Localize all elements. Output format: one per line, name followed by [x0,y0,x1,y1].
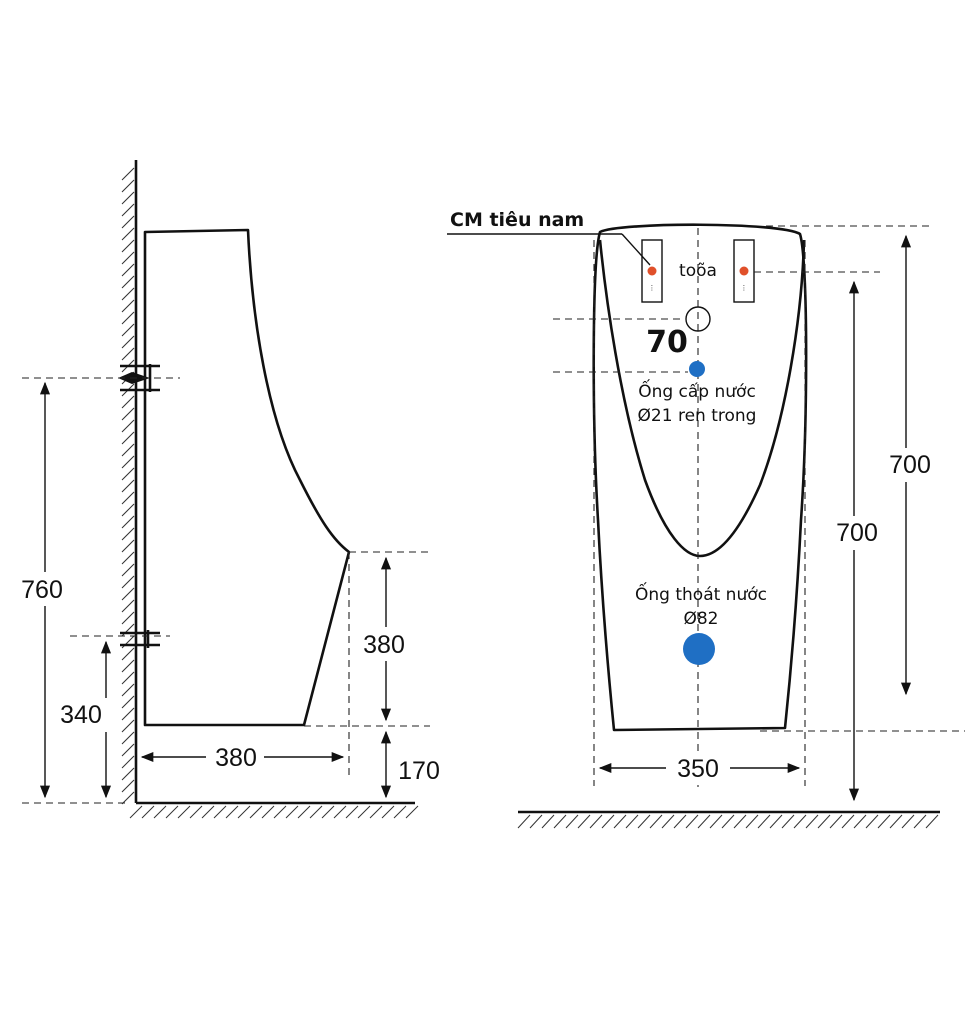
callout-label: CM tiêu nam [450,209,584,231]
callout-leader-diag [621,233,651,266]
supply-pipe-dot [689,361,705,377]
sensor-left: ⋮ [641,239,663,303]
dim-lower-inlet: 340 [60,701,102,729]
urinal-inner-bowl [598,239,806,558]
top-pipe-circle [685,306,711,332]
svg-text:⋮: ⋮ [649,284,656,292]
wall-hatch [121,167,135,805]
dim-front-height: 380 [363,631,405,659]
side-view: 760 340 380 380 170 [18,160,440,819]
floor-hatch-right [517,814,939,829]
dim-depth: 380 [215,744,257,772]
supply-label-1: Ống cấp nước [638,378,756,402]
dim-pipe: 70 [646,325,688,360]
floor-hatch-left [129,805,419,819]
urinal-front-body [592,223,808,732]
svg-text:⋮: ⋮ [741,284,748,292]
urinal-side-profile [143,228,351,727]
dim-total-height: 760 [21,576,63,604]
dim-height-right: 700 [889,451,931,479]
front-view: ⋮ ⋮ CM tiêu nam toõa 70 Ống cấp nước Ø21… [447,209,965,829]
sensor-right: ⋮ [733,239,755,303]
dim-width: 350 [677,755,719,783]
drain-pipe-fitting [120,630,160,648]
dim-height-left: 700 [836,519,878,547]
dim-floor-gap: 170 [398,757,440,785]
drain-pipe-dot [683,633,715,665]
drain-label-1: Ống thoát nước [635,581,767,605]
supply-label-2: Ø21 ren trong [638,406,757,426]
drain-label-2: Ø82 [683,609,718,629]
